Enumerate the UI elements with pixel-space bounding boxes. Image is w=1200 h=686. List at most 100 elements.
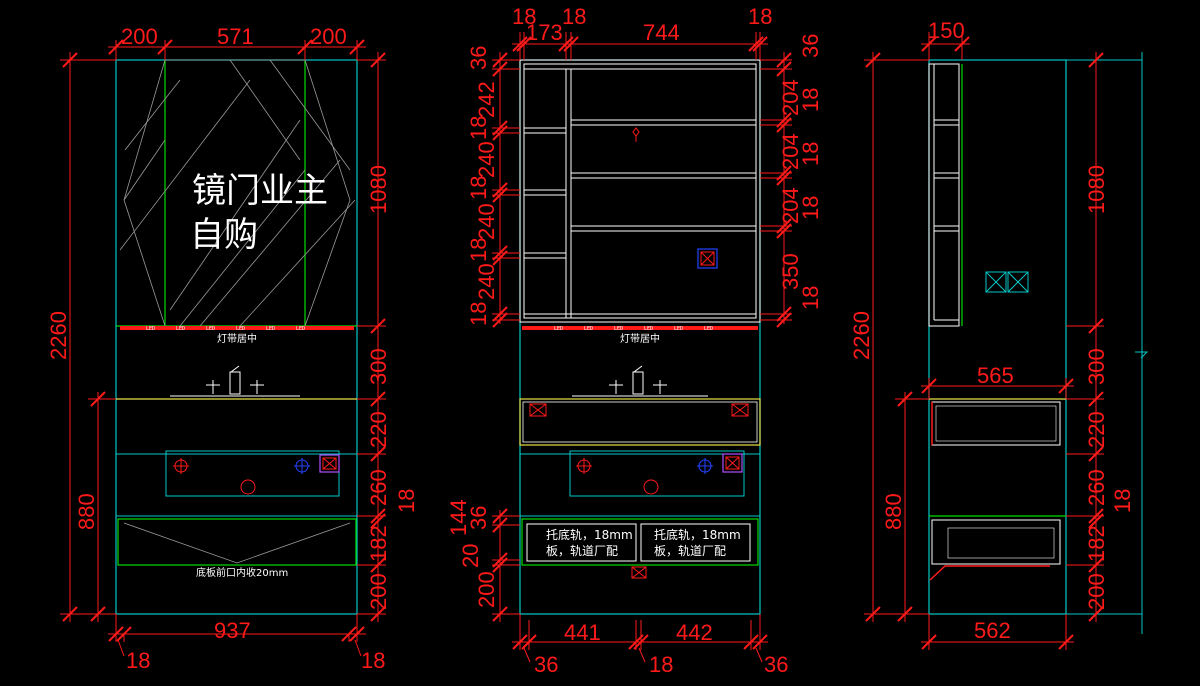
led-label: LED xyxy=(704,326,713,332)
dim-right-bottom-562: 562 xyxy=(974,618,1011,643)
dim-right-top-150: 150 xyxy=(928,18,965,43)
hinge-icon-right xyxy=(731,403,749,417)
hinge-icon-bottom xyxy=(631,566,647,579)
led-label: LED xyxy=(146,326,155,332)
dim-mid-right-204c: 204 xyxy=(778,187,803,224)
dim-mid-left-240b: 240 xyxy=(474,203,499,240)
dim-left-top-3: 200 xyxy=(310,24,347,49)
dim-right-18: 18 xyxy=(1110,489,1135,513)
drain-blue-symbol xyxy=(294,458,310,474)
drain-red-symbol xyxy=(173,458,189,474)
dim-left-right-200: 200 xyxy=(366,573,391,610)
dim-right-220: 220 xyxy=(1084,411,1109,448)
dim-right-total-height: 2260 xyxy=(849,311,874,360)
tray-rail-note-a2: 板，轨道厂配 xyxy=(546,544,618,558)
dim-right-182: 182 xyxy=(1084,525,1109,562)
led-label: LED xyxy=(554,326,563,332)
dim-left-top-2: 571 xyxy=(217,24,254,49)
dim-mid-bottom-441: 441 xyxy=(564,620,601,645)
dim-mid-bottom-36a: 36 xyxy=(534,652,558,677)
led-label: LED xyxy=(266,326,275,332)
left-elevation: 镜门业主 自购 LED LED LED LED LED LED 灯带居中 xyxy=(46,24,419,673)
mirror-door-note: 镜门业主 xyxy=(192,171,328,211)
socket-icon xyxy=(697,248,718,269)
dim-mid-left-20: 20 xyxy=(458,544,483,568)
right-cabinet-outline xyxy=(928,59,1067,615)
dim-mid-left-240a: 240 xyxy=(474,141,499,178)
dim-mid-bottom-18: 18 xyxy=(649,652,673,677)
dim-right-1080: 1080 xyxy=(1084,165,1109,214)
right-section: 150 2260 880 565 562 xyxy=(849,18,1149,650)
led-label: LED xyxy=(614,326,623,332)
led-label: LED xyxy=(176,326,185,332)
dim-mid-left-200: 200 xyxy=(474,571,499,608)
dim-mid-top-173: 173 xyxy=(526,20,563,45)
socket-icon xyxy=(985,271,1029,293)
led-label: LED xyxy=(644,326,653,332)
mirror-hatching xyxy=(119,59,356,327)
dim-left-right-182: 182 xyxy=(366,525,391,562)
lower-drawer-middle xyxy=(521,518,759,566)
dim-mid-right-18b: 18 xyxy=(798,142,823,166)
bottom-board-note: 底板前口内收20mm xyxy=(196,566,288,579)
dim-mid-left-36b: 36 xyxy=(466,506,491,530)
dim-right-300: 300 xyxy=(1084,348,1109,385)
dim-mid-right-18a: 18 xyxy=(798,88,823,112)
dim-mid-left-144: 144 xyxy=(446,499,471,536)
dim-mid-right-204b: 204 xyxy=(778,133,803,170)
middle-elevation: LED LED LED LED LED LED 灯带居中 xyxy=(446,4,823,677)
shelf-cabinet xyxy=(519,59,761,323)
socket-icon xyxy=(722,453,743,473)
faucet-middle xyxy=(572,365,708,397)
drain-hole xyxy=(240,479,256,495)
dim-mid-bottom-442: 442 xyxy=(676,620,713,645)
faucet-left xyxy=(170,365,300,397)
dim-mid-right-18d: 18 xyxy=(798,286,823,310)
led-strip-left: LED LED LED LED LED LED xyxy=(120,326,354,332)
led-label: LED xyxy=(236,326,245,332)
dim-mid-top-18c: 18 xyxy=(748,4,772,29)
tray-rail-note-b2: 板，轨道厂配 xyxy=(654,544,726,558)
led-strip-note-middle: 灯带居中 xyxy=(620,332,660,345)
side-drawer-lower xyxy=(931,519,1061,565)
dim-right-200: 200 xyxy=(1084,573,1109,610)
dim-mid-top-right-36: 36 xyxy=(798,34,823,58)
dim-mid-left-242: 242 xyxy=(474,81,499,118)
dim-left-right-300: 300 xyxy=(366,348,391,385)
led-label: LED xyxy=(206,326,215,332)
side-shelf xyxy=(928,63,960,327)
dim-mid-right-350: 350 xyxy=(778,253,803,290)
dim-left-bottom-18a: 18 xyxy=(126,648,150,673)
drain-red-symbol xyxy=(576,458,592,474)
drain-hole xyxy=(643,479,659,495)
dim-mid-top-18a: 18 xyxy=(512,4,536,29)
dim-left-bottom-total: 937 xyxy=(214,618,251,643)
dim-mid-bottom-36b: 36 xyxy=(764,652,788,677)
led-label: LED xyxy=(674,326,683,332)
dim-mid-left-36: 36 xyxy=(466,46,491,70)
led-label: LED xyxy=(296,326,305,332)
lower-drawer-left xyxy=(117,518,357,566)
dim-right-260: 260 xyxy=(1084,469,1109,506)
hanger-icon xyxy=(632,127,640,142)
drain-blue-symbol xyxy=(697,458,713,474)
dim-mid-left-18a: 18 xyxy=(466,116,491,140)
side-drawer-upper xyxy=(931,401,1061,446)
dim-mid-right-204a: 204 xyxy=(778,79,803,116)
hinge-icon-left xyxy=(529,403,547,417)
sink-drawer-left xyxy=(165,450,340,497)
sink-drawer-middle xyxy=(569,450,745,497)
led-strip-note-left: 灯带居中 xyxy=(217,332,257,345)
tray-rail-note-b1: 托底轨，18mm xyxy=(654,527,741,542)
dim-left-bottom-18b: 18 xyxy=(361,648,385,673)
socket-icon xyxy=(319,454,340,473)
dim-left-top-1: 200 xyxy=(121,24,158,49)
dim-right-lower-height: 880 xyxy=(881,493,906,530)
dim-mid-right-18c: 18 xyxy=(798,196,823,220)
tray-rail-note-a1: 托底轨，18mm xyxy=(546,527,633,542)
dim-left-right-1080: 1080 xyxy=(366,165,391,214)
dim-left-right-220: 220 xyxy=(366,411,391,448)
self-purchase-note: 自购 xyxy=(190,215,258,255)
dim-mid-top-744: 744 xyxy=(643,20,680,45)
